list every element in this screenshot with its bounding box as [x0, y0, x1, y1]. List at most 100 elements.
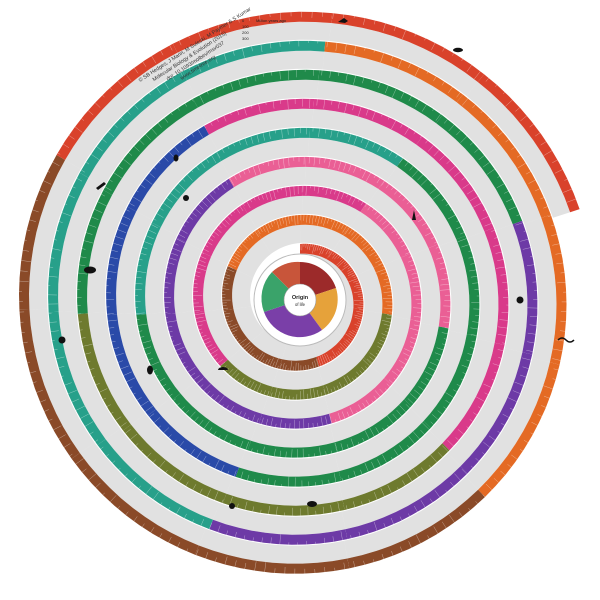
- lineage-tick: [84, 352, 92, 355]
- lineage-tick: [58, 366, 65, 368]
- lineage-tick: [223, 282, 229, 285]
- spiral-track-segment: [175, 311, 219, 377]
- spiral-track-segment: [79, 442, 206, 546]
- lineage-tick: [360, 237, 363, 240]
- lineage-tick: [363, 18, 366, 26]
- lineage-tick: [249, 381, 255, 389]
- lineage-tick: [411, 170, 419, 178]
- lineage-tick: [277, 159, 280, 168]
- lineage-tick: [356, 322, 361, 325]
- spiral-clade-band: [48, 311, 106, 445]
- lineage-tick: [232, 255, 240, 260]
- lineage-tick: [218, 24, 221, 34]
- lineage-tick: [118, 360, 123, 363]
- lineage-tick: [61, 375, 64, 377]
- lineage-tick: [343, 162, 347, 171]
- lineage-tick: [400, 240, 404, 243]
- lineage-tick: [559, 330, 566, 332]
- lineage-tick: [278, 391, 280, 399]
- lineage-tick: [461, 469, 467, 475]
- lineage-tick: [415, 100, 420, 107]
- lineage-tick: [418, 386, 424, 391]
- spiral-track-segment: [251, 423, 335, 448]
- lineage-tick: [446, 160, 451, 164]
- lineage-tick: [543, 385, 553, 390]
- lineage-tick: [188, 68, 191, 71]
- lineage-tick: [239, 206, 244, 211]
- lineage-tick: [166, 197, 173, 203]
- lineage-tick: [109, 87, 113, 91]
- lineage-tick: [254, 561, 257, 571]
- lineage-tick: [199, 95, 204, 104]
- lineage-tick: [421, 104, 427, 112]
- lineage-tick: [353, 501, 355, 508]
- lineage-tick: [420, 135, 422, 138]
- lineage-tick: [196, 451, 202, 459]
- lineage-tick: [23, 341, 28, 343]
- lineage-tick: [397, 487, 399, 490]
- spiral-track-segment: [312, 109, 417, 159]
- lineage-tick: [72, 186, 76, 189]
- lineage-tick: [386, 281, 390, 283]
- time-tick-100: 100: [242, 24, 249, 29]
- lineage-tick: [362, 437, 365, 442]
- lineage-tick: [252, 166, 257, 176]
- lineage-tick: [552, 378, 556, 380]
- lineage-tick: [200, 256, 207, 260]
- lineage-tick: [96, 146, 103, 152]
- lineage-tick: [484, 223, 492, 227]
- lineage-tick: [248, 168, 251, 173]
- lineage-tick: [391, 457, 393, 460]
- lineage-tick: [439, 267, 446, 270]
- lineage-tick: [315, 215, 317, 222]
- lineage-tick: [400, 92, 405, 99]
- lineage-tick: [436, 359, 440, 361]
- lineage-tick: [493, 244, 500, 247]
- spiral-clade-band: [324, 41, 463, 103]
- lineage-tick: [84, 421, 94, 427]
- lineage-tick: [234, 372, 240, 380]
- lineage-tick: [223, 279, 227, 281]
- lineage-tick: [170, 192, 179, 200]
- spiral-clade-band: [416, 136, 494, 232]
- lineage-tick: [455, 437, 459, 441]
- spiral-track-segment: [261, 224, 301, 254]
- lineage-tick: [543, 395, 550, 399]
- lineage-tick: [354, 314, 363, 318]
- lineage-tick: [326, 41, 328, 48]
- lineage-tick: [324, 567, 326, 573]
- lineage-tick: [353, 291, 363, 293]
- lineage-tick: [129, 202, 135, 207]
- lineage-tick: [345, 333, 354, 340]
- lineage-tick: [387, 425, 389, 428]
- lineage-tick: [80, 413, 89, 419]
- lineage-tick: [49, 266, 54, 268]
- lineage-tick: [68, 135, 75, 140]
- lineage-tick: [504, 191, 509, 194]
- lineage-tick: [551, 234, 558, 236]
- lineage-tick: [156, 213, 164, 218]
- lineage-tick: [392, 413, 398, 420]
- lineage-tick: [343, 376, 349, 385]
- lineage-tick: [401, 244, 406, 247]
- lineage-tick: [83, 240, 94, 244]
- lineage-tick: [120, 422, 127, 428]
- lineage-tick: [324, 158, 326, 163]
- spiral-clade-band: [384, 319, 421, 385]
- lineage-tick: [136, 190, 139, 193]
- lineage-tick: [225, 271, 228, 273]
- spiral-clade-band: [305, 156, 385, 189]
- lineage-tick: [192, 519, 194, 523]
- lineage-tick: [337, 101, 340, 109]
- spiral-track-segment: [439, 239, 470, 335]
- lineage-tick: [208, 462, 211, 466]
- lineage-tick: [291, 449, 293, 458]
- lineage-tick: [65, 203, 68, 205]
- lineage-tick: [92, 376, 95, 378]
- lineage-tick: [56, 356, 65, 360]
- lineage-tick: [317, 216, 320, 226]
- lineage-tick: [198, 419, 204, 426]
- spiral-clade-band: [107, 314, 156, 416]
- lineage-tick: [222, 288, 230, 290]
- lineage-tick: [411, 272, 418, 275]
